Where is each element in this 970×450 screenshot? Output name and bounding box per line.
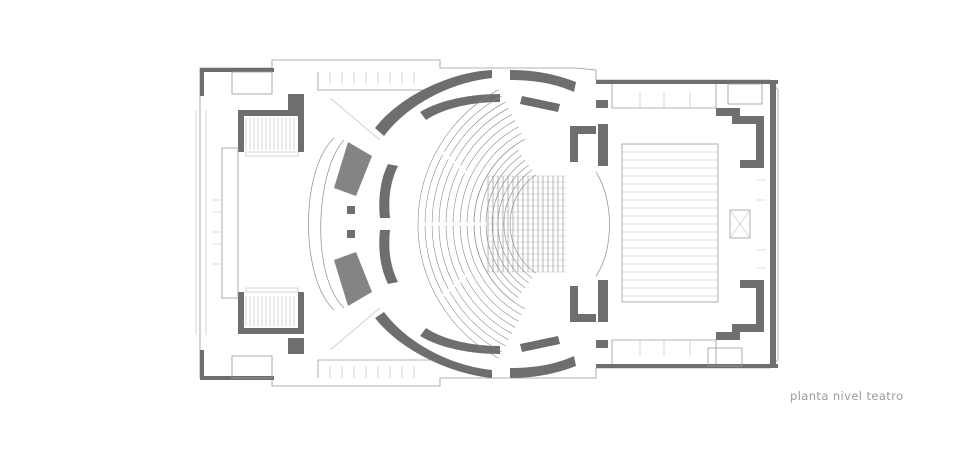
auditorium-seating: [417, 89, 566, 359]
left-foyer: [200, 68, 440, 380]
plan-caption: planta nivel teatro: [790, 389, 904, 403]
building-outline: [195, 59, 779, 387]
stage: [570, 124, 751, 322]
auditorium-shell: [375, 70, 576, 378]
lobby-curve: [308, 137, 372, 311]
backstage-rooms: [596, 80, 778, 368]
